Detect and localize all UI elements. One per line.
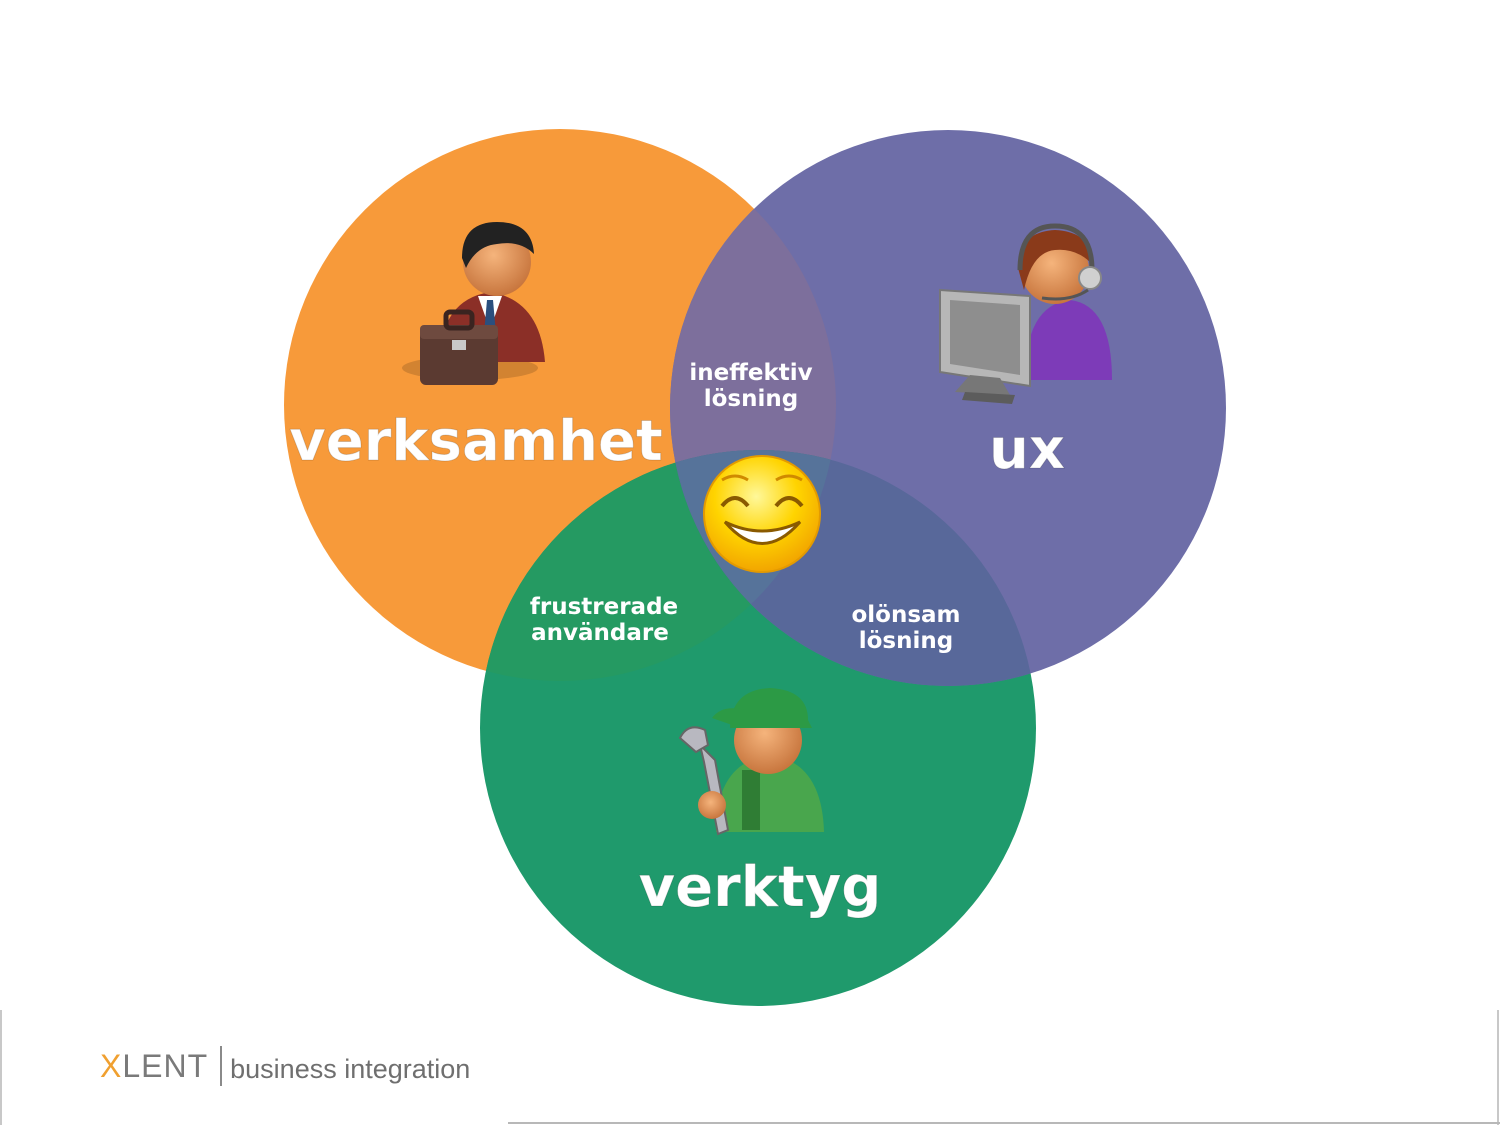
logo-lent: LENT: [122, 1048, 209, 1084]
businessman-briefcase-icon: [402, 222, 545, 385]
overlap-label-ineffektiv: ineffektiv: [689, 360, 812, 386]
overlap-label-frustrerade: frustrerade: [530, 594, 678, 620]
overlap-label-losning-2: lösning: [859, 628, 953, 654]
logo-wordmark: XLENT: [100, 1044, 208, 1088]
verksamhet-label: verksamhet: [289, 409, 662, 474]
footer-border-right: [1497, 1010, 1499, 1125]
ux-label: ux: [989, 417, 1065, 482]
footer-border-bottom: [508, 1122, 1500, 1124]
logo-x: X: [100, 1048, 123, 1084]
logo-tagline: business integration: [230, 1054, 471, 1084]
mechanic-wrench-icon: [678, 688, 824, 836]
footer-border-left: [0, 1010, 2, 1125]
overlap-verksamhet-verktyg: [480, 450, 836, 681]
xlent-logo: XLENT business integration: [100, 1044, 470, 1088]
overlap-label-anvandare: användare: [531, 620, 669, 646]
overlap-label-losning-1: lösning: [704, 386, 798, 412]
verktyg-label: verktyg: [639, 855, 882, 920]
overlap-label-olonsam: olönsam: [851, 602, 960, 628]
smiley-face-icon: [703, 455, 821, 573]
logo-divider: [220, 1046, 223, 1086]
overlap-ux-verktyg: [670, 450, 1036, 686]
support-agent-headset-icon: [939, 223, 1112, 404]
